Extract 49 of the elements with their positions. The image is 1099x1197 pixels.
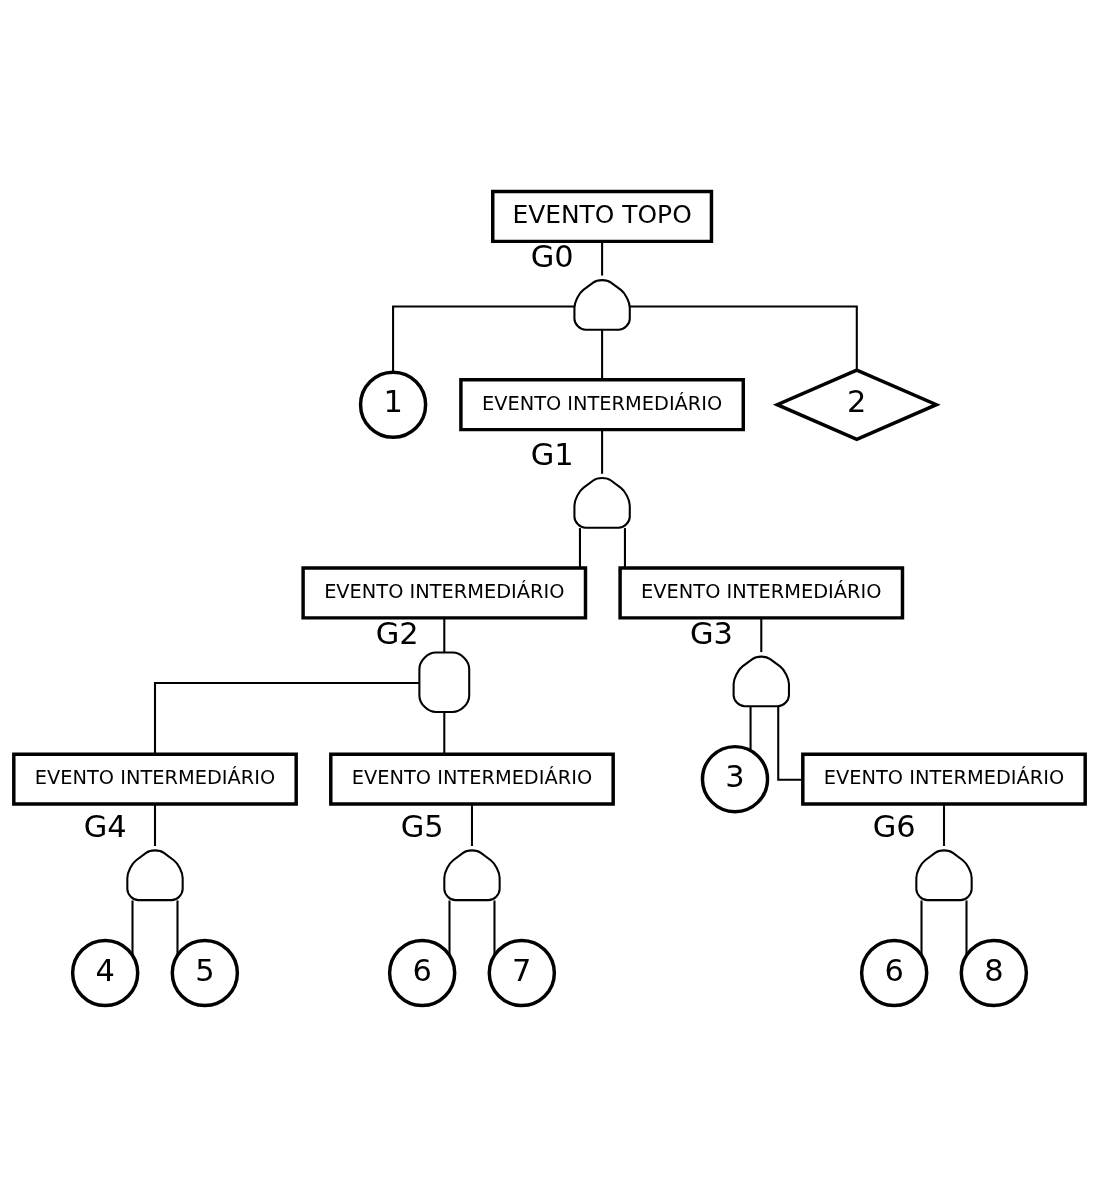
connector [601,429,604,474]
connector [623,528,626,568]
connector [470,804,474,846]
node-box: EVENTO TOPO [491,189,714,244]
connector [153,804,157,846]
node-circle: 4 [70,938,140,1008]
node-diamond: 2 [772,368,941,442]
node-circle: 6 [859,938,929,1008]
node-or-gate [443,849,501,902]
node-circle: 6 [387,938,457,1008]
node-circle: 3 [700,744,770,814]
connector [131,900,134,956]
node-box: EVENTO INTERMEDIÁRIO [12,752,298,806]
node-box: EVENTO INTERMEDIÁRIO [801,752,1087,806]
node-label: G6 [872,809,916,845]
connector [443,618,446,653]
node-or-gate [915,849,973,902]
node-box: EVENTO INTERMEDIÁRIO [329,752,615,806]
connector [493,900,496,956]
node-circle: 8 [959,938,1029,1008]
connector [749,706,752,751]
connector [777,706,803,781]
connector [760,618,763,653]
connector [448,900,451,956]
connector [965,900,968,956]
node-or-gate [573,279,631,331]
node-box: EVENTO INTERMEDIÁRIO [459,378,745,432]
connector [443,712,446,754]
connector [629,305,858,370]
node-box: EVENTO INTERMEDIÁRIO [301,566,588,620]
connector [601,241,604,276]
node-or-gate [732,655,790,708]
node-circle: 5 [170,938,240,1008]
node-circle: 7 [487,938,557,1008]
connector [578,528,581,568]
node-label: G1 [530,437,574,473]
node-or-gate [126,849,184,902]
node-circle: 1 [358,370,428,439]
connector [942,804,946,846]
connector [153,681,420,754]
node-label: G5 [400,809,444,845]
connector [920,900,923,956]
node-or-gate [573,477,631,529]
connector [392,305,575,372]
connector [176,900,179,956]
node-box: EVENTO INTERMEDIÁRIO [618,566,905,620]
connector [601,330,604,380]
node-and-gate [418,651,471,714]
node-label: G4 [83,809,127,845]
